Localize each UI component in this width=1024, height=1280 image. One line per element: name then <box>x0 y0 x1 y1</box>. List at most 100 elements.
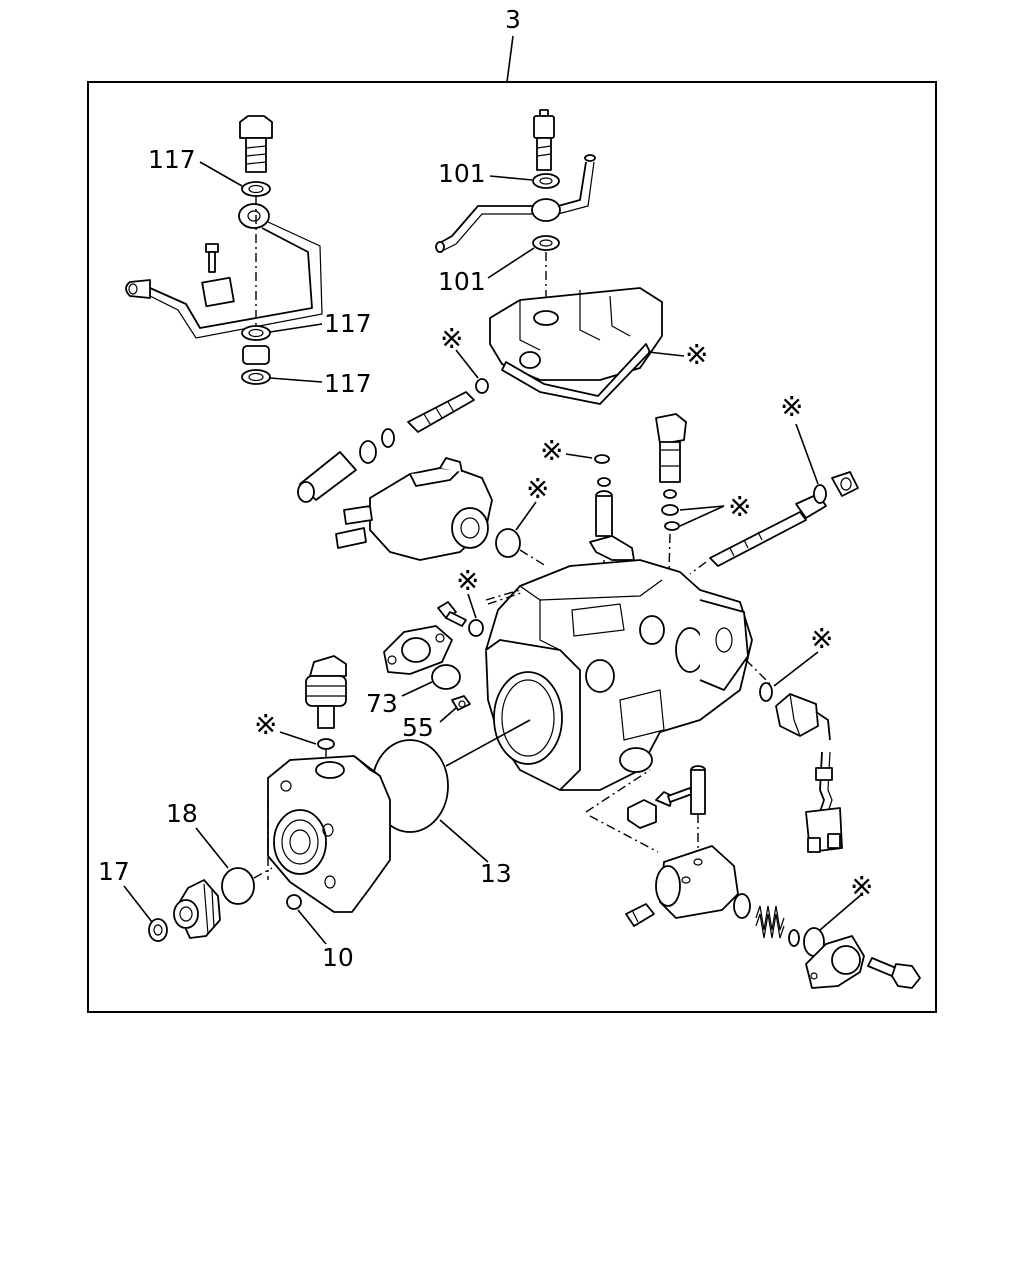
inlet-fitting <box>297 451 357 503</box>
fuel-cut-solenoid <box>655 413 687 483</box>
washer-17 <box>148 918 168 942</box>
callout-73: 73 <box>366 689 398 718</box>
clamp-bolt-left <box>205 243 219 273</box>
leader-asterisk-oring-timer-cover <box>819 893 863 931</box>
centerline-plug <box>253 867 273 879</box>
valve-fitting-top <box>305 655 347 729</box>
centerline-adjust-screw <box>689 561 707 575</box>
oring-solenoid-a <box>661 504 679 516</box>
leader-55 <box>439 707 457 723</box>
leader-asterisk-oring-head <box>455 349 479 379</box>
pump-head-cover <box>489 287 663 381</box>
leader-13 <box>439 819 489 863</box>
asterisk-oring-lever: ※ <box>540 434 563 467</box>
leader-asterisk-oring-solenoid-a <box>679 505 725 511</box>
leader-17 <box>123 885 153 923</box>
leader-101-bottom <box>487 247 535 279</box>
leader-asterisk-oring-adjust <box>795 423 819 485</box>
callout-101-bottom: 101 <box>438 267 486 296</box>
callout-17: 17 <box>98 857 130 886</box>
washer-101-top <box>532 173 560 189</box>
oring-timer <box>495 528 521 558</box>
washer-solenoid <box>663 489 677 499</box>
callout-18: 18 <box>166 799 198 828</box>
oring-sensor <box>759 682 773 702</box>
timer-piston <box>655 845 739 919</box>
asterisk-oring-head: ※ <box>440 322 463 355</box>
oring-73 <box>431 664 461 690</box>
inlet-washers <box>359 428 395 464</box>
oring-18 <box>221 867 255 905</box>
oring-valve-fitting <box>317 738 335 750</box>
leader-asterisk-head-gasket <box>647 351 685 357</box>
distributor-cover <box>267 755 391 913</box>
timer-solenoid-assy <box>335 457 493 561</box>
oring-lever-top <box>594 454 610 464</box>
washer-117-mid <box>241 325 271 341</box>
leader-asterisk-oring-valve-fitting <box>279 731 317 745</box>
oring-adjust-screw <box>813 484 827 504</box>
pin-55 <box>451 695 471 711</box>
plug-delivery-valve <box>173 879 221 939</box>
callout-55: 55 <box>402 713 434 742</box>
leader-117-mid <box>269 323 323 333</box>
leader-asterisk-oring-sensor <box>773 651 819 687</box>
flange-plate <box>383 625 453 675</box>
bracket-small <box>627 799 657 829</box>
timer-spring <box>755 905 785 939</box>
washer-10 <box>286 894 302 910</box>
leader-asterisk-oring-lever <box>565 453 593 459</box>
overflow-valve-bolt <box>533 109 555 171</box>
leader-101-top <box>489 175 533 181</box>
timer-cover-bolt <box>867 957 921 989</box>
asterisk-head-gasket: ※ <box>685 338 708 371</box>
leader-13-to-housing <box>445 719 531 767</box>
asterisk-oring-solenoid: ※ <box>728 490 751 523</box>
bolt-bracket <box>655 787 693 807</box>
leader-asterisk-washer-small-bolt <box>467 593 477 619</box>
banjo-bolt-left <box>239 115 273 173</box>
asterisk-oring-adjust: ※ <box>780 390 803 423</box>
leader-10 <box>297 909 327 945</box>
washer-small-bolt <box>468 619 484 637</box>
callout-117-mid: 117 <box>324 309 372 338</box>
leader-asterisk-oring-solenoid-b <box>679 505 725 527</box>
callout-13: 13 <box>480 859 512 888</box>
control-lever-shaft <box>589 490 635 561</box>
washer-117-bottom <box>241 369 271 385</box>
leader-18 <box>195 827 229 869</box>
asterisk-oring-timer: ※ <box>526 472 549 505</box>
washer-lever <box>597 477 611 487</box>
callout-117-top: 117 <box>148 145 196 174</box>
asterisk-washer-small-bolt: ※ <box>456 564 479 597</box>
callout-101-top: 101 <box>438 159 486 188</box>
small-bolt-housing <box>437 601 467 627</box>
assembly-frame <box>87 81 937 1013</box>
asterisk-oring-valve-fitting: ※ <box>254 708 277 741</box>
leader-asterisk-oring-timer <box>515 501 537 531</box>
washer-101-bottom <box>532 235 560 251</box>
leader-117-bottom <box>269 377 323 383</box>
head-gasket <box>501 343 651 405</box>
assembly-ref-label: 3 <box>505 5 521 34</box>
oring-head-fitting <box>475 378 489 394</box>
timer-shim <box>788 929 800 947</box>
leader-117-top <box>199 161 243 187</box>
washer-117-top <box>241 181 271 197</box>
leader-73 <box>401 681 433 697</box>
oring-solenoid-b <box>664 521 680 531</box>
position-sensor <box>775 693 843 853</box>
centerline-timer <box>519 549 547 567</box>
assembly-leader <box>506 35 514 83</box>
timer-plug-left <box>625 903 655 927</box>
asterisk-oring-sensor: ※ <box>810 622 833 655</box>
pump-housing <box>485 559 753 791</box>
return-pipe-top <box>435 154 596 253</box>
timer-washer <box>733 893 751 919</box>
timer-cover <box>805 935 865 989</box>
pin-vertical <box>690 765 706 815</box>
washer-17-hole <box>153 924 163 936</box>
asterisk-oring-timer-cover: ※ <box>850 870 873 903</box>
callout-10: 10 <box>322 943 354 972</box>
